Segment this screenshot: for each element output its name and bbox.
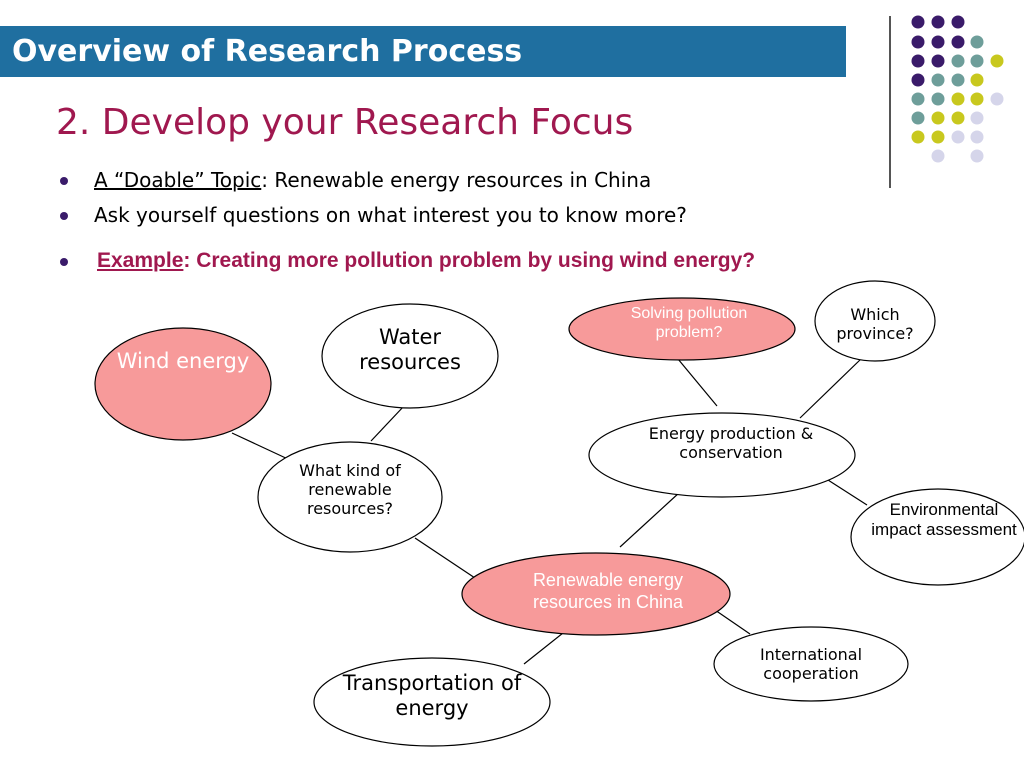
title-bar [0, 26, 846, 77]
doable-topic-text: : Renewable energy resources in China [261, 168, 652, 192]
transportation-label: Transportation of energy [342, 671, 522, 721]
energy-production-label: Energy production & conservation [648, 424, 814, 463]
connector-environmental [827, 479, 868, 506]
water-resources-node [321, 303, 499, 409]
solving-pollution-label: Solving pollution problem? [630, 305, 748, 342]
connector-wind [231, 432, 291, 461]
example-link: Example [97, 249, 184, 272]
bullet-dot [60, 212, 68, 220]
environmental-node [850, 488, 1024, 586]
what-kind-label: What kind of renewable resources? [299, 461, 401, 519]
international-node [713, 626, 909, 702]
connector-pollution [677, 358, 718, 407]
decorative-dot-grid [911, 15, 1004, 163]
connector-production [619, 491, 681, 548]
wind-energy-node [94, 327, 272, 441]
bullet-doable-topic: A “Doable” Topic: Renewable energy resou… [94, 168, 651, 192]
connector-transport [523, 632, 564, 665]
bullet-dot [60, 258, 68, 266]
which-province-node [814, 280, 936, 362]
water-resources-label: Water resources [359, 325, 461, 375]
renewable-energy-node [461, 552, 731, 636]
which-province-label: Which province? [836, 305, 914, 344]
connector-province [799, 357, 863, 419]
doable-topic-link: A “Doable” Topic [94, 168, 262, 192]
section-heading: 2. Develop your Research Focus [56, 102, 634, 143]
transportation-node [313, 657, 551, 747]
slide-title: Overview of Research Process [12, 34, 523, 69]
solving-pollution-node [568, 297, 796, 361]
example-text: : Creating more pollution problem by usi… [183, 249, 756, 272]
what-kind-node [257, 441, 443, 553]
bullet-ask-yourself: Ask yourself questions on what interest … [94, 203, 687, 227]
decorative-divider [889, 16, 891, 188]
energy-production-node [588, 412, 856, 498]
renewable-energy-label: Renewable energy resources in China [532, 570, 684, 612]
connector-what-kind [414, 537, 476, 579]
bullet-dot [60, 177, 68, 185]
connector-water [370, 405, 405, 442]
international-label: International cooperation [759, 645, 863, 684]
environmental-label: Environmental impact assessment [871, 500, 1017, 540]
bullet-example: Example: Creating more pollution problem… [97, 249, 755, 273]
wind-energy-label: Wind energy [116, 349, 250, 373]
connector-international [714, 609, 751, 635]
